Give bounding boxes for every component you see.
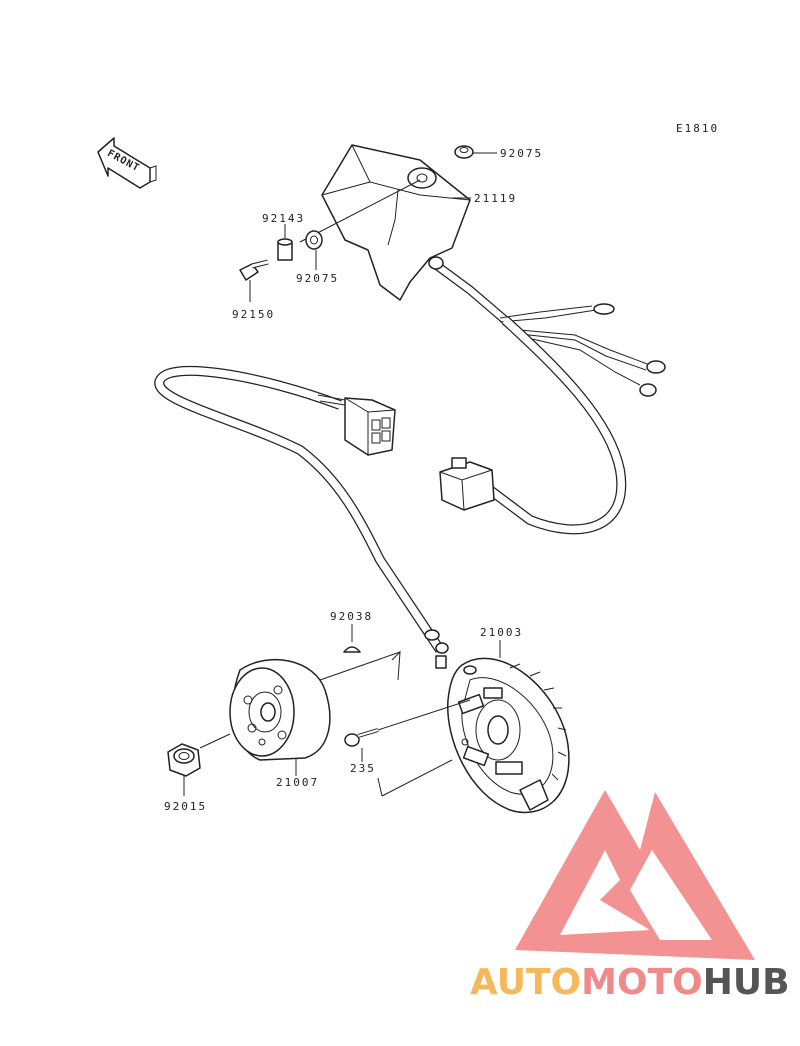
- logo-word-hub: HUB: [702, 962, 790, 1003]
- lead-wires: [499, 303, 666, 397]
- cdi-unit: [321, 144, 508, 324]
- grommet-mid: [305, 230, 323, 250]
- harness-connector: [439, 457, 495, 511]
- logo-word-auto: AUTO: [470, 962, 582, 1003]
- stator-harness: [154, 365, 445, 653]
- automotohub-logo-text: AUTOMOTOHUB: [470, 962, 790, 1003]
- part-92075-mid: 92075: [296, 272, 339, 285]
- bolt-92150: [239, 259, 269, 281]
- stator-connector: [317, 394, 396, 456]
- part-21003: 21003: [480, 626, 523, 639]
- stator-21003: [447, 657, 570, 814]
- part-235: 235: [350, 762, 376, 775]
- collar-92143: [277, 238, 293, 261]
- main-harness: [487, 316, 627, 535]
- flywheel-21007: [229, 658, 331, 761]
- part-92015: 92015: [164, 800, 207, 813]
- diagram-code: E1810: [676, 122, 719, 135]
- part-92038: 92038: [330, 610, 373, 623]
- part-21119: 21119: [474, 192, 517, 205]
- part-92143: 92143: [262, 212, 305, 225]
- nut-92015: [167, 743, 201, 777]
- screw-235: [344, 728, 379, 747]
- front-arrow-icon: FRONT: [97, 137, 157, 189]
- automotohub-logo-triangle: [515, 790, 755, 960]
- logo-word-moto: MOTO: [581, 962, 703, 1003]
- grommet-top: [454, 145, 474, 159]
- part-92075-top: 92075: [500, 147, 543, 160]
- key-92038: [343, 646, 361, 653]
- part-21007: 21007: [276, 776, 319, 789]
- part-92150: 92150: [232, 308, 275, 321]
- wire-grommet: [424, 629, 449, 669]
